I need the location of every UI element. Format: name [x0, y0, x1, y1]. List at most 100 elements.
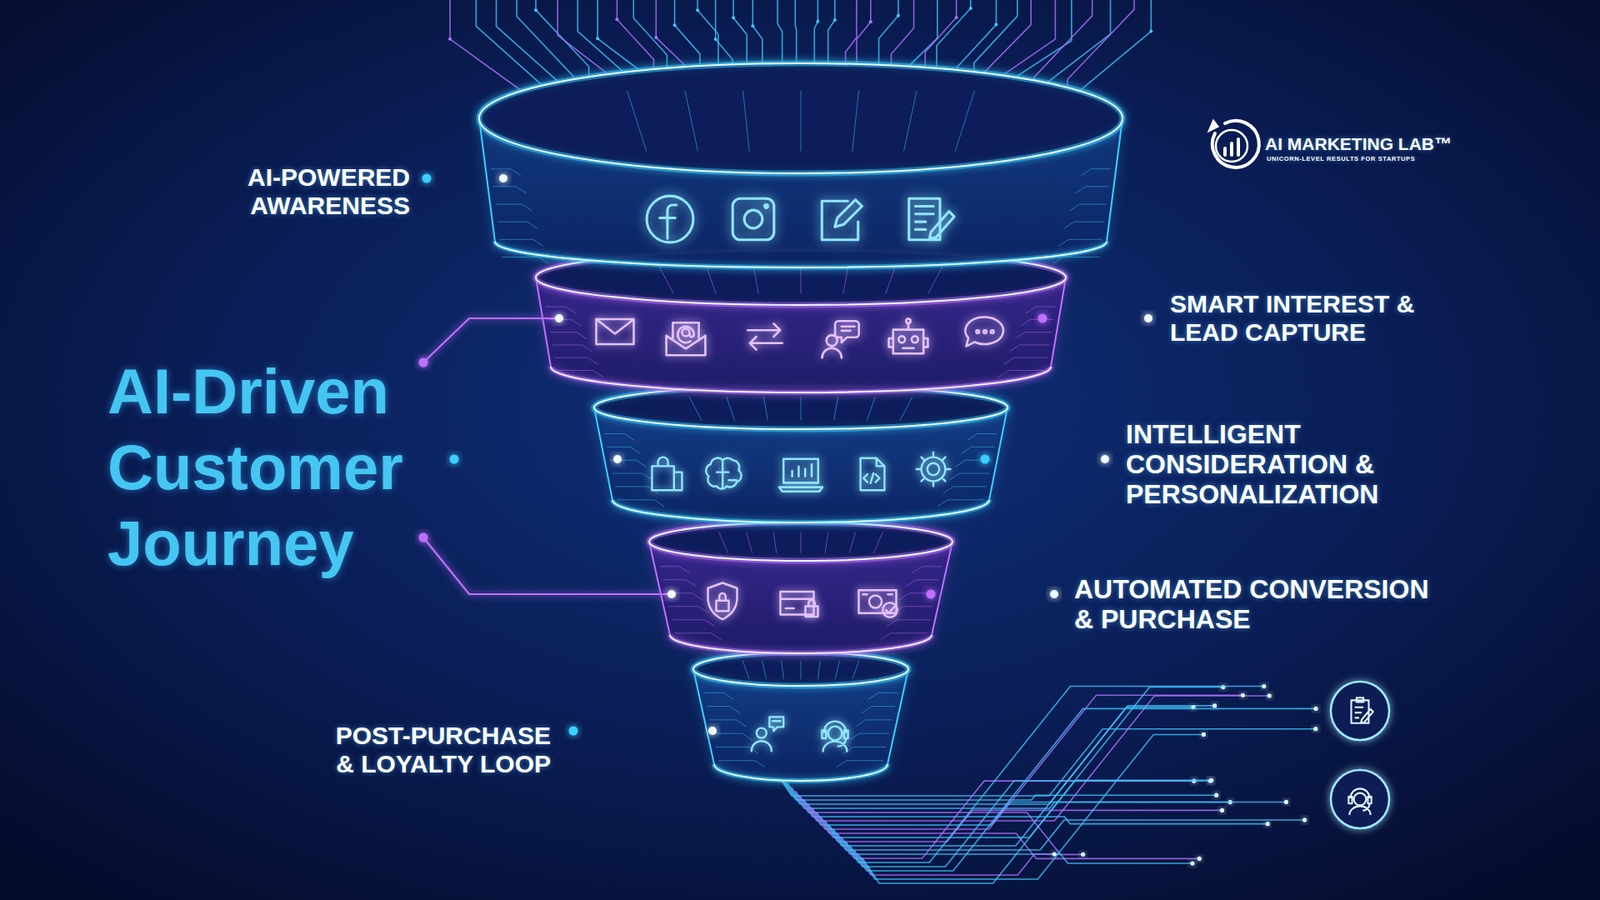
- stage-icon: [666, 322, 706, 355]
- circuit-traces: [1240, 693, 1245, 698]
- leader-lines: [423, 537, 672, 595]
- circuit-traces: [1201, 732, 1206, 737]
- funnel-tier: [800, 660, 802, 680]
- stage-icon: [859, 590, 898, 618]
- stage-icon: [732, 198, 775, 240]
- circuit-traces: [475, 0, 541, 90]
- funnel-tier: [495, 241, 1107, 268]
- funnel-tier: [873, 532, 883, 554]
- funnel-tier: [743, 90, 750, 152]
- circuit-traces: [1149, 30, 1153, 34]
- circuit-traces: [1220, 685, 1225, 690]
- funnel-tier: [852, 90, 860, 152]
- funnel-tier: [490, 169, 521, 176]
- circuit-traces: [896, 14, 900, 18]
- stage-icon: [822, 320, 860, 358]
- leader-lines: [980, 455, 990, 465]
- funnel-tier: [479, 63, 1123, 268]
- stage-label-block: AI-POWERED AWARENESS: [201, 163, 410, 220]
- funnel-tier: [712, 733, 753, 740]
- funnel-tier: [905, 580, 940, 587]
- circuit-traces: [655, 0, 685, 70]
- stage-icon: [916, 452, 951, 487]
- funnel-tier: [1025, 306, 1056, 314]
- funnel-tier: [535, 250, 1066, 393]
- circuit-traces: [829, 820, 1305, 850]
- funnel-tier: [928, 264, 945, 295]
- leader-lines: [1144, 314, 1153, 323]
- funnel-tier: [955, 90, 975, 152]
- title-block: AI-Driven Customer Journey: [107, 353, 450, 582]
- funnel-tier: [836, 760, 884, 768]
- circuit-traces: [869, 20, 873, 24]
- circuit-traces: [936, 0, 971, 72]
- leader-lines: [667, 590, 676, 599]
- funnel-tier: [868, 692, 899, 700]
- funnel-tier: [1009, 345, 1050, 352]
- stage-icon: [889, 319, 929, 355]
- funnel-tier: [693, 652, 909, 686]
- circuit-traces: [615, 17, 619, 21]
- circuit-traces: [597, 0, 639, 75]
- stage-icon: [651, 457, 682, 491]
- funnel-tier: [719, 532, 729, 554]
- logo-mark: [1208, 120, 1219, 132]
- circuit-traces: [856, 0, 871, 68]
- funnel-tier: [612, 473, 653, 480]
- circuit-traces: [795, 0, 796, 67]
- funnel-tier: [1020, 319, 1055, 326]
- circuit-traces: [955, 15, 959, 20]
- funnel-tier: [594, 385, 1008, 523]
- funnel-tier: [612, 500, 990, 523]
- funnel-tier: [886, 620, 930, 627]
- funnel-tier: [660, 566, 690, 574]
- leader-lines: [930, 593, 1055, 595]
- circuit-traces: [777, 0, 783, 67]
- funnel-tier: [495, 241, 1107, 268]
- funnel-tier: [550, 366, 1051, 393]
- leader-lines: [499, 174, 508, 183]
- circuit-traces: [845, 780, 1210, 867]
- funnel-tier: [649, 522, 953, 654]
- funnel-tier: [693, 652, 909, 686]
- funnel-tier: [500, 239, 544, 246]
- circuit-traces: [715, 0, 733, 69]
- funnel-tier: [493, 186, 527, 194]
- funnel-tier: [501, 256, 549, 264]
- funnel-tier: [554, 357, 598, 365]
- circuit-traces: [1212, 703, 1217, 708]
- circuit-traces: [820, 810, 1223, 842]
- leader-lines: [422, 174, 432, 184]
- circuit-traces: [1220, 808, 1225, 813]
- stage-label: AI-POWERED AWARENESS: [201, 163, 410, 220]
- circuit-traces: [814, 0, 818, 67]
- funnel-tier: [703, 692, 734, 700]
- funnel-tier: [1070, 204, 1107, 211]
- funnel-tier: [949, 473, 990, 480]
- circuit-traces: [985, 0, 1031, 77]
- circuit-traces: [974, 0, 1018, 75]
- funnel-tier: [550, 332, 587, 340]
- funnel-tier: [1004, 357, 1048, 365]
- funnel-tier: [773, 532, 777, 554]
- funnel-tier: [849, 532, 855, 554]
- funnel-tier: [689, 396, 702, 421]
- circuit-traces: [957, 0, 997, 74]
- circuit-traces: [1302, 817, 1307, 822]
- funnel-tier: [594, 385, 1008, 523]
- logo-tagline: UNICORN-LEVEL RESULTS FOR STARTUPS: [1266, 155, 1484, 163]
- circuit-traces: [910, 0, 938, 70]
- circuit-traces: [577, 0, 623, 76]
- logo-name: AI MARKETING LAB™: [1265, 134, 1515, 155]
- circuit-traces: [695, 8, 700, 12]
- stage-label: INTELLIGENT CONSIDERATION & PERSONALIZAT…: [1125, 420, 1443, 510]
- circuit-traces: [994, 23, 998, 27]
- circuit-traces: [1267, 693, 1272, 698]
- funnel-tier: [649, 522, 953, 561]
- leader-lines: [419, 533, 429, 543]
- side-icons: [1330, 681, 1390, 829]
- funnel-tier: [880, 633, 927, 640]
- circuit-traces: [1080, 0, 1151, 95]
- circuit-traces: [496, 0, 558, 86]
- funnel-tier: [649, 522, 953, 561]
